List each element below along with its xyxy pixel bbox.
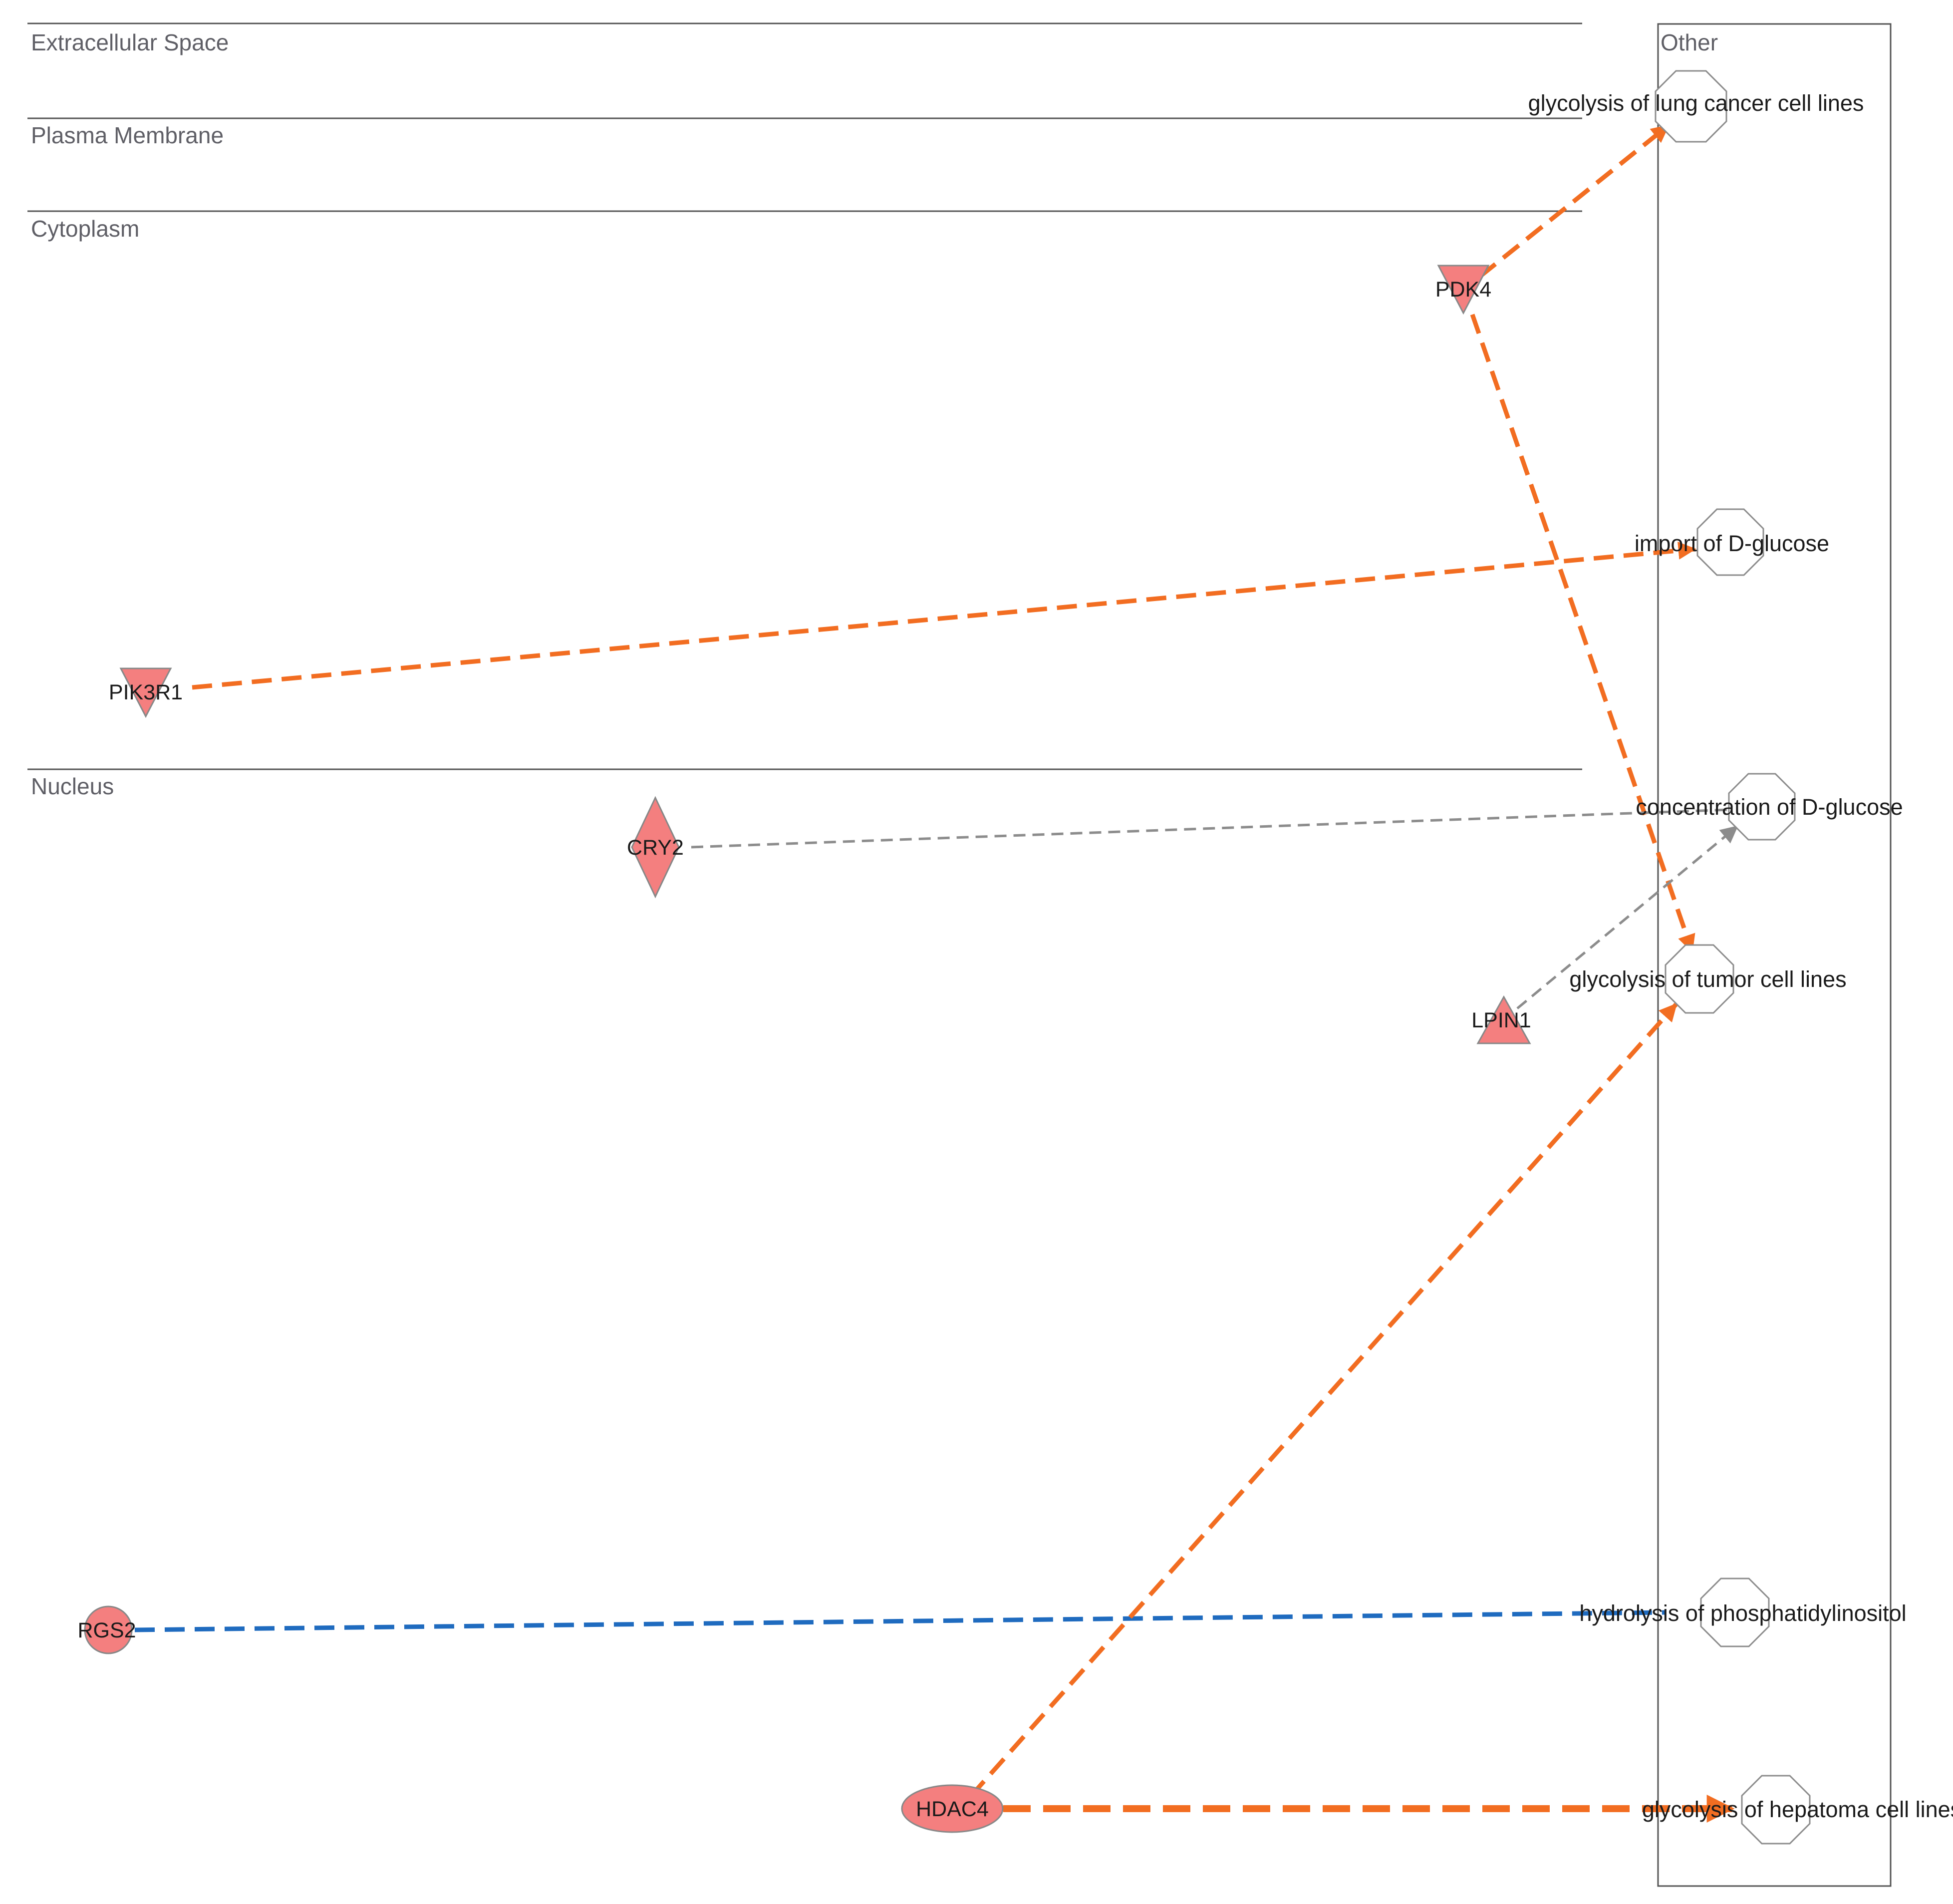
nucleus-label: Nucleus	[31, 773, 114, 799]
pdk4-label: PDK4	[1435, 278, 1491, 302]
function-label-import-d-glucose: import of D-glucose	[1635, 531, 1829, 556]
pik3r1-triangle-down-icon[interactable]	[119, 667, 172, 718]
molecule-nodes	[84, 265, 1531, 1833]
cytoplasm-label: Cytoplasm	[31, 216, 139, 242]
hdac4-ellipse-icon[interactable]	[901, 1784, 1004, 1833]
hdac4-label: HDAC4	[916, 1797, 989, 1821]
plasma-membrane-label: Plasma Membrane	[31, 122, 224, 148]
other-compartment-box	[1657, 23, 1892, 1887]
cry2-diamond-icon[interactable]	[631, 796, 680, 899]
rgs2-label: RGS2	[77, 1618, 136, 1642]
edge-pdk4-lung[interactable]	[1478, 124, 1670, 279]
extracellular-space-label: Extracellular Space	[31, 29, 229, 55]
function-node-lung-cancer[interactable]	[1655, 70, 1727, 143]
cry2-label: CRY2	[627, 836, 684, 860]
pdk4-triangle-down-icon[interactable]	[1437, 265, 1490, 315]
edge-lpin1-concentration[interactable]	[1516, 825, 1738, 1009]
edge-rgs2-hydrolysis[interactable]	[134, 1610, 1665, 1632]
function-node-concentration-d-glucose[interactable]	[1728, 773, 1796, 841]
edge-cry2-concentration[interactable]	[691, 808, 1728, 849]
lpin1-label: LPIN1	[1471, 1008, 1531, 1032]
other-compartment-label: Other	[1661, 29, 1718, 55]
function-label-hydrolysis: hydrolysis of phosphatidylinositol	[1579, 1600, 1906, 1626]
function-node-import-d-glucose[interactable]	[1696, 508, 1764, 576]
compartment-lines	[27, 22, 1582, 770]
function-label-concentration-d-glucose: concentration of D-glucose	[1636, 794, 1903, 820]
function-nodes	[1655, 70, 1811, 1845]
edge-hdac4-tumor[interactable]	[969, 1003, 1678, 1798]
rgs2-circle-icon[interactable]	[84, 1605, 133, 1654]
function-node-tumor[interactable]	[1665, 944, 1734, 1014]
function-node-hepatoma[interactable]	[1741, 1775, 1811, 1845]
lpin1-triangle-up-icon[interactable]	[1476, 995, 1531, 1044]
function-label-hepatoma: glycolysis of hepatoma cell lines	[1642, 1797, 1953, 1822]
function-label-lung-cancer: glycolysis of lung cancer cell lines	[1528, 90, 1864, 116]
edge-pdk4-tumor[interactable]	[1470, 314, 1695, 953]
pik3r1-label: PIK3R1	[109, 680, 183, 704]
relationship-edges	[134, 124, 1738, 1823]
function-node-hydrolysis[interactable]	[1700, 1578, 1770, 1647]
function-label-tumor: glycolysis of tumor cell lines	[1569, 966, 1846, 992]
edge-pik3r1-import[interactable]	[192, 542, 1696, 690]
